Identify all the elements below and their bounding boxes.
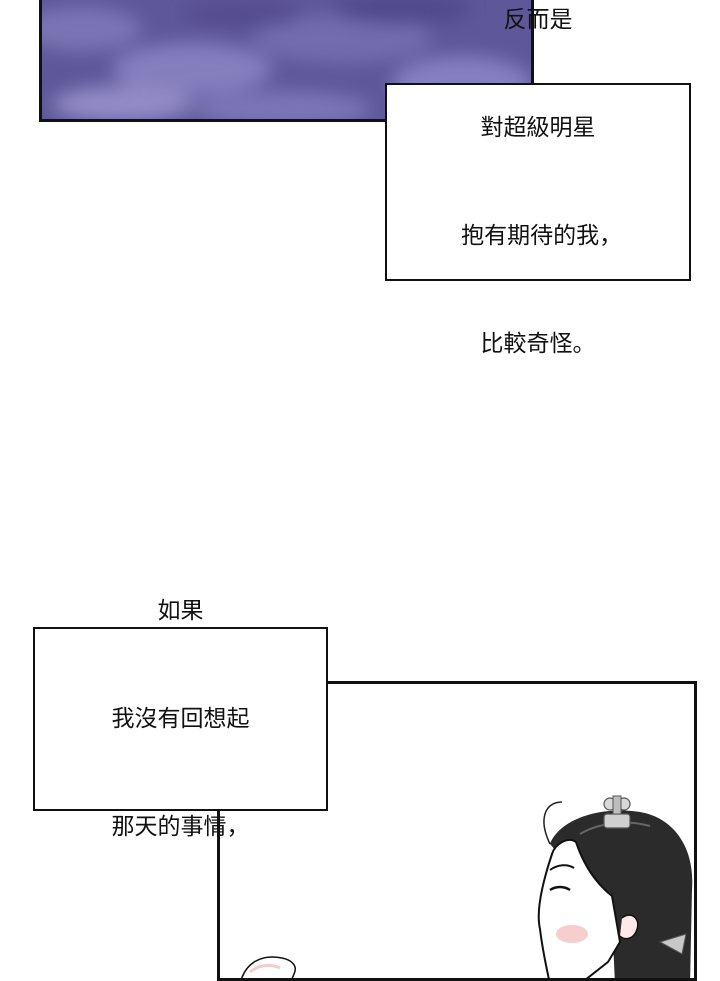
caption-text-bottom: 如果 我沒有回想起 那天的事情， [112,521,250,917]
hair-clip-icon [603,795,631,829]
caption-line: 比較奇怪。 [480,331,596,357]
caption-line: 抱有期待的我， [453,223,623,249]
caption-box-bottom: 如果 我沒有回想起 那天的事情， [33,598,328,840]
caption-line: 對超級明星 [480,115,596,141]
caption-line: 我沒有回想起 [111,706,250,732]
caption-box-top: 反而是 對超級明星 抱有期待的我， 比較奇怪。 [385,7,691,357]
caption-line: 如果 [157,598,204,624]
caption-line: 反而是 [503,7,573,33]
caption-text-top: 反而是 對超級明星 抱有期待的我， 比較奇怪。 [454,0,622,434]
caption-line: 那天的事情， [111,814,250,840]
